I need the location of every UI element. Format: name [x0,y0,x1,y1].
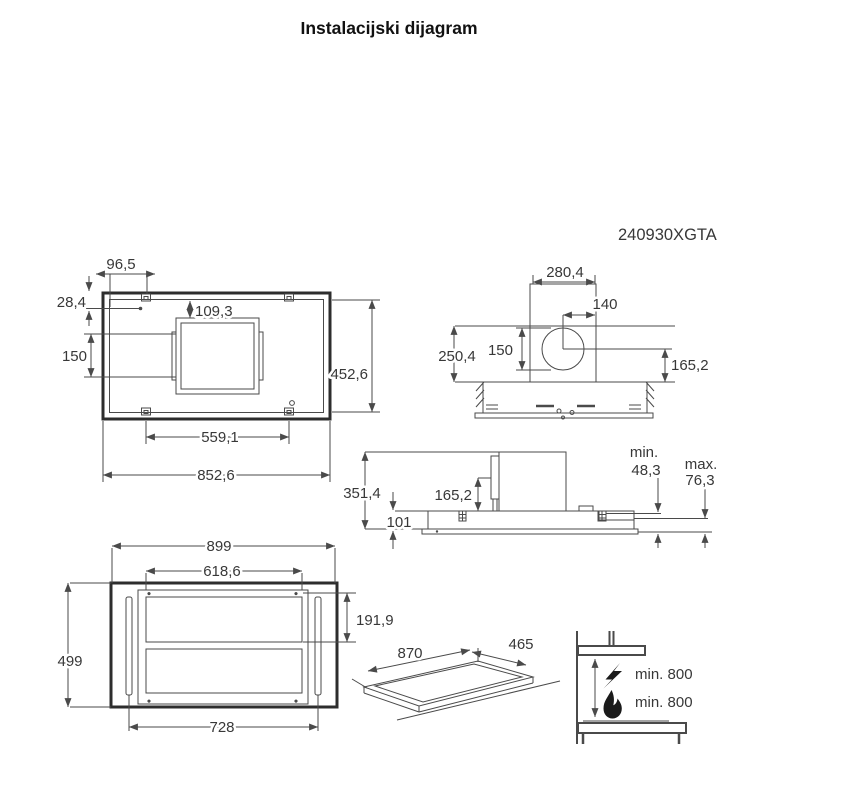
dim-label-rail-spacing: 728 [209,719,234,736]
clearance-electric-label: min. 800 [635,666,693,683]
front-view: 280,4 140 150 250,4 165,2 [436,262,711,420]
flame-icon [603,690,622,719]
adjustable-bracket [598,510,635,521]
dim-label-outlet-offset: 140 [592,296,617,313]
extension-lines [70,548,356,731]
vent-hole-left [556,408,562,414]
duct-channel [109,333,177,378]
min-value: 48,3 [631,462,660,479]
spring-clip-right [597,510,607,522]
bottom-view: 899 618,6 499 191,9 728 [55,536,396,739]
side-view: 351,4 165,2 101 min. 48,3 max. 76,3 [341,442,720,549]
model-number: 240930XGTA [618,226,717,244]
vent-hole-center [561,415,565,420]
dim-label-depth: 452,6 [330,366,368,383]
clearance-view: min. 800 min. 800 [576,631,695,744]
page-title: Instalacijski dijagram [300,18,477,38]
dim-label-box-height: 165,2 [434,487,472,504]
dim-label-box-width: 280,4 [546,264,584,281]
cooktop-legs [581,733,681,744]
min-label: min. [630,444,658,461]
bracket-reference-lines [606,513,708,519]
panel-thickness-edges [363,677,534,713]
hood-mount-stem [608,631,615,646]
dim-label-inner-width: 618,6 [203,563,241,580]
vent-hole-right [569,410,575,415]
dim-label-bracket-spacing: 559,1 [201,429,239,446]
plate-screw [435,530,439,533]
clearance-gas-label: min. 800 [635,694,693,711]
motor-box-tabs [171,331,264,381]
dim-label-total-height: 351,4 [343,485,381,502]
ceiling-hatch-ticks [475,381,655,408]
dim-label-upper-height: 250,4 [438,348,476,365]
dim-label-hole-offset: 28,4 [57,294,86,311]
dim-label-depth: 499 [57,653,82,670]
dim-label-length: 870 [397,645,422,662]
max-value: 76,3 [685,472,714,489]
spring-clip-left [458,510,467,522]
dim-label-total-width: 899 [206,538,231,555]
hood-outline-bottom [109,581,339,709]
mounting-brackets [141,293,294,416]
dim-label-filter-height: 191,9 [356,612,394,629]
dim-label-outlet-diameter: 150 [488,342,513,359]
dim-label-lower-height: 165,2 [671,357,709,374]
dim-label-box-offset: 109,3 [195,303,233,320]
max-label: max. [685,456,718,473]
ceiling-plane-lines [351,678,561,721]
screw-hole [289,400,295,406]
hood-outline-top [101,291,332,421]
cooktop-bar [577,722,687,734]
dim-line-870 [367,648,471,673]
extension-lines [84,274,380,482]
dim-line-465 [471,650,527,667]
filter-upper [145,596,303,643]
top-clip [578,505,594,512]
connector-flange [492,499,498,511]
top-view: 96,5 28,4 150 109,3 452,6 559,1 852,6 [54,254,380,487]
cutout-perspective-view: 870 465 [351,634,561,721]
dim-label-total-width: 852,6 [197,467,235,484]
dim-label-width: 465 [508,636,533,653]
motor-box-inner [180,322,255,390]
filter-lower [145,648,303,694]
dim-label-duct-width: 150 [62,348,87,365]
vent-slots [486,404,641,410]
dim-label-offset-top: 96,5 [106,256,135,273]
hood-body-bar [577,645,646,656]
dim-label-body-height: 101 [386,514,411,531]
panel-frame [137,589,309,705]
lightning-icon [603,663,622,689]
